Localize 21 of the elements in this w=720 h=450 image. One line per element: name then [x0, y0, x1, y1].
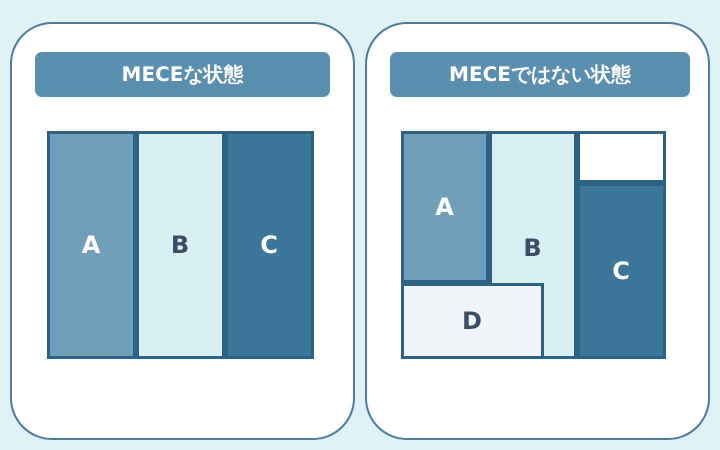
block-label: A [82, 230, 100, 258]
block-label: A [435, 192, 454, 220]
block [400, 130, 488, 282]
block [400, 282, 544, 358]
block-label: B [170, 230, 190, 258]
empty-block [576, 130, 666, 182]
block [224, 130, 314, 358]
block [488, 130, 576, 284]
panel-card [10, 22, 355, 440]
block-label: D [462, 306, 482, 334]
header-bar [35, 52, 330, 97]
header-title: MECEではない状態 [449, 61, 631, 88]
header-title: MECEな状態 [122, 61, 244, 88]
block [46, 130, 136, 358]
block-label: C [260, 230, 278, 258]
block [136, 130, 224, 358]
block-label: C [612, 256, 630, 284]
block [576, 182, 666, 358]
header-bar [390, 52, 690, 97]
block-label: B [523, 234, 542, 262]
panel-card [365, 22, 710, 440]
